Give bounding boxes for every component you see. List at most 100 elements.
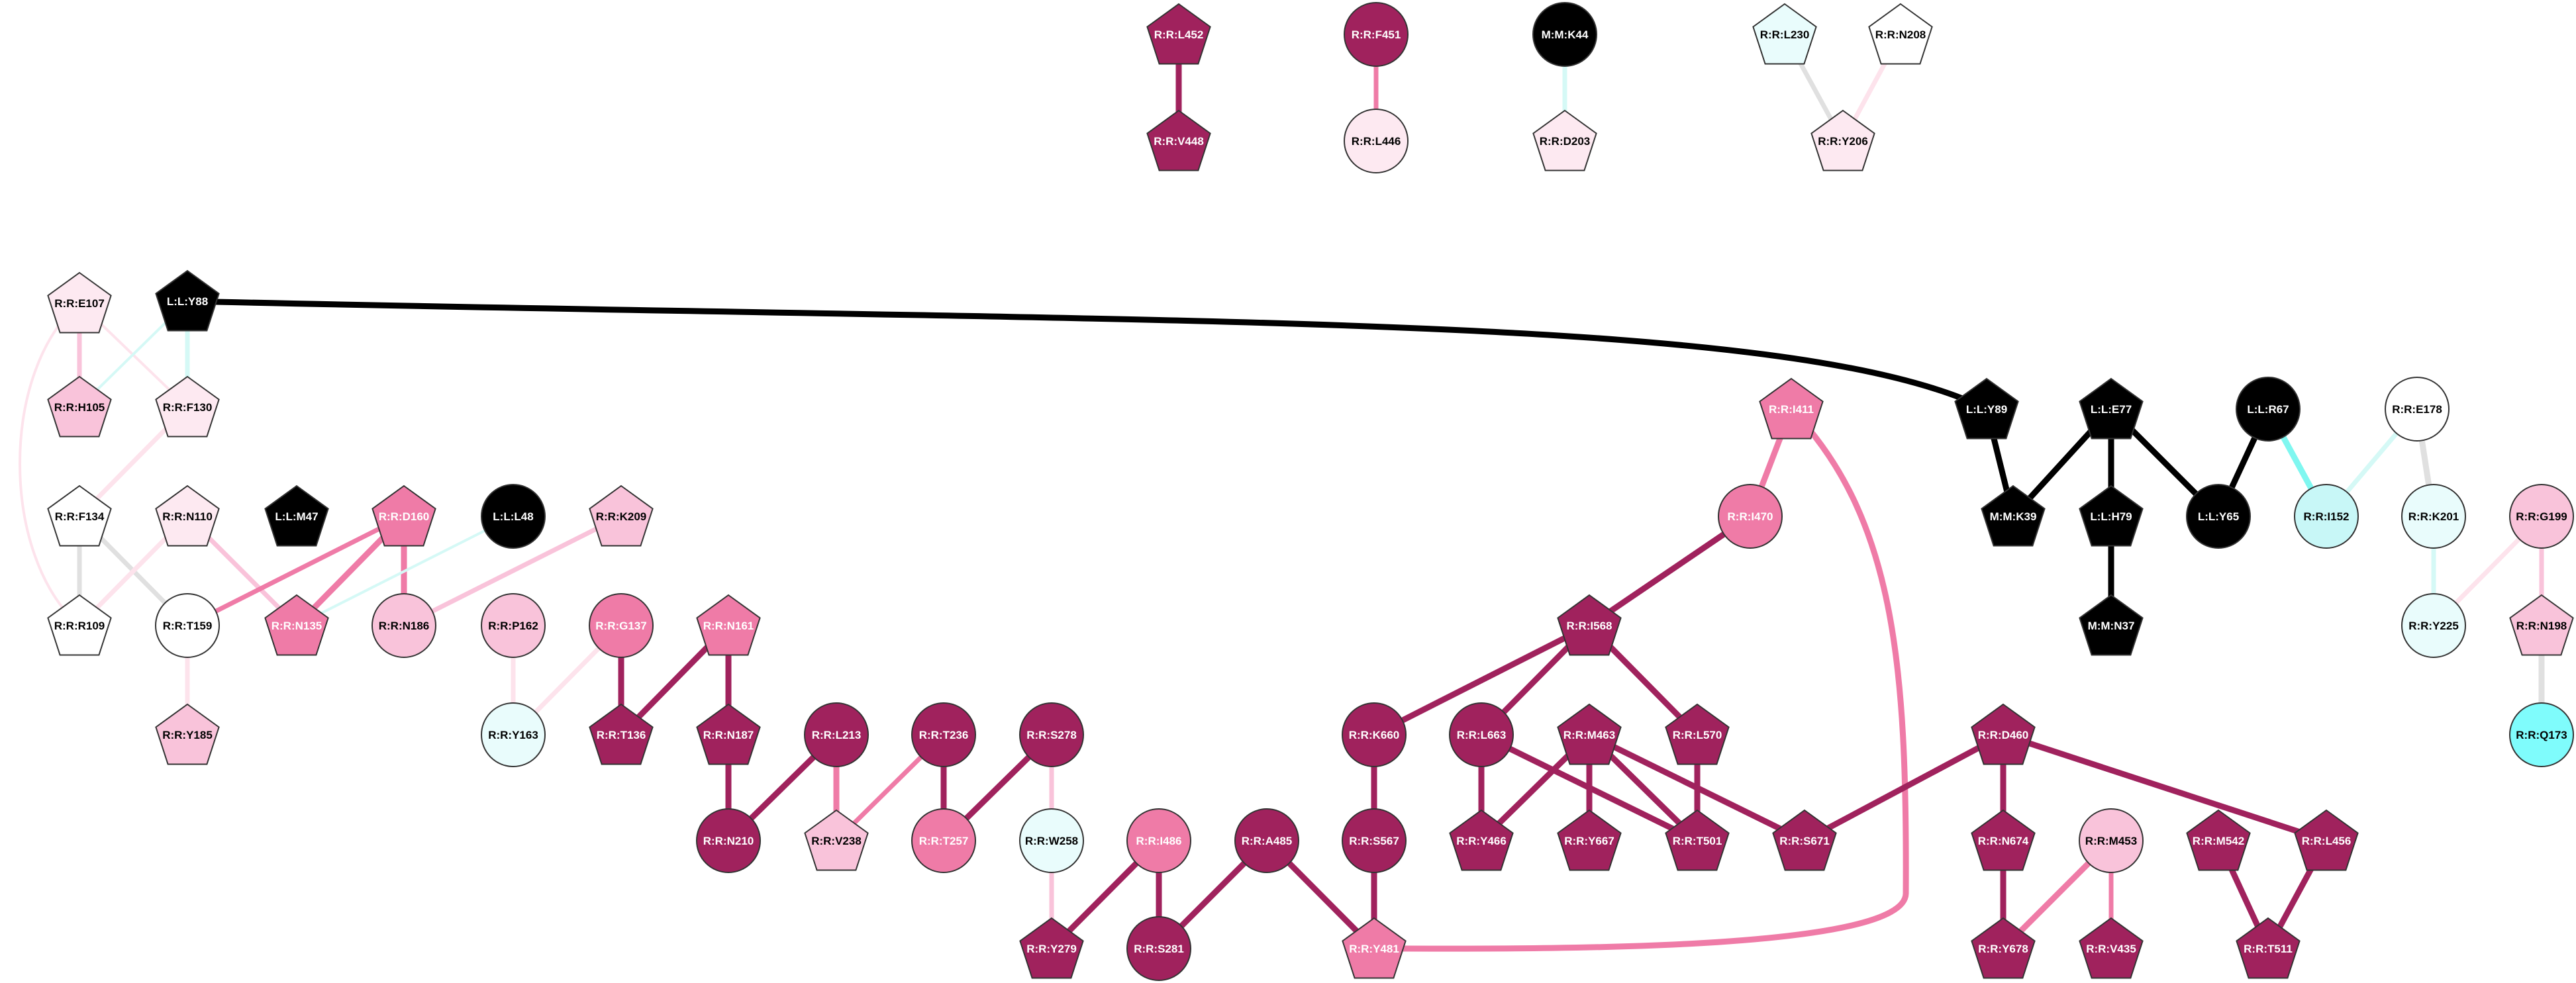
node-label: R:R:P162 [488,620,538,632]
node-pentagon [2236,917,2301,979]
node-pentagon [264,485,329,547]
node-circle [2294,484,2359,549]
edge-r-r-i568-to-r-r-k660 [1371,622,1593,738]
node-r-r-t159: R:R:T159 [155,593,220,658]
node-circle [696,808,761,873]
node-label: R:R:Y481 [1349,943,1399,955]
node-pentagon [47,375,112,438]
node-label: R:R:Y279 [1026,943,1077,955]
node-pentagon [589,703,654,765]
node-r-r-l452: R:R:L452 [1146,3,1211,65]
node-r-r-n210: R:R:N210 [696,808,761,873]
node-r-r-h105: R:R:H105 [47,375,112,438]
node-r-r-n187: R:R:N187 [696,703,761,765]
node-circle [1449,702,1514,767]
node-pentagon [372,485,436,547]
node-pentagon [2079,377,2144,440]
node-pentagon [155,703,220,765]
node-l-l-r67: L:L:R67 [2236,377,2301,442]
node-label: R:R:L213 [812,729,862,741]
node-pentagon [1557,703,1622,765]
node-r-r-m463: R:R:M463 [1557,703,1622,765]
node-pentagon [1532,109,1597,171]
node-r-r-n135: R:R:N135 [264,594,329,656]
node-label: R:R:V448 [1154,135,1204,148]
node-r-r-v435: R:R:V435 [2079,917,2144,979]
node-r-r-f134: R:R:F134 [47,485,112,547]
node-label: R:R:N208 [1875,28,1926,41]
node-label: R:R:L663 [1457,729,1507,741]
node-label: R:R:T236 [919,729,969,741]
node-r-r-m542: R:R:M542 [2186,809,2251,871]
node-pentagon [1752,3,1817,65]
node-pentagon [2509,594,2574,656]
node-r-r-t511: R:R:T511 [2236,917,2301,979]
node-r-r-t236: R:R:T236 [911,702,976,767]
node-label: R:R:N161 [703,620,754,632]
node-circle [1019,808,1084,873]
node-label: R:R:M453 [2085,835,2137,847]
node-pentagon [1146,109,1211,171]
node-pentagon [1342,917,1407,979]
node-pentagon [1449,809,1514,871]
node-pentagon [47,594,112,656]
node-pentagon [47,271,112,334]
node-label: R:R:S281 [1134,943,1184,955]
node-r-r-y678: R:R:Y678 [1971,917,2036,979]
node-r-r-y667: R:R:Y667 [1557,809,1622,871]
node-l-l-l48: L:L:L48 [481,484,546,549]
node-circle [2236,377,2301,442]
node-label: R:R:M463 [1563,729,1615,741]
node-r-r-y185: R:R:Y185 [155,703,220,765]
edge-r-r-d160-to-r-r-t159 [185,514,407,628]
node-pentagon [2186,809,2251,871]
node-pentagon [2079,594,2144,656]
node-r-r-i568: R:R:I568 [1557,594,1622,656]
node-label: L:L:H79 [2090,510,2132,523]
node-label: R:R:H105 [54,401,105,414]
node-circle [2509,702,2574,767]
node-pentagon [2079,917,2144,979]
node-r-r-m453: R:R:M453 [2079,808,2144,873]
node-r-r-v448: R:R:V448 [1146,109,1211,171]
node-pentagon [47,485,112,547]
node-circle [1344,2,1409,67]
node-pentagon [1759,377,1824,440]
node-label: R:R:K209 [596,510,647,523]
node-l-l-y88: L:L:Y88 [155,269,220,332]
node-r-r-f130: R:R:F130 [155,375,220,438]
node-circle [1126,916,1191,981]
node-label: R:R:Y206 [1818,135,1868,148]
node-r-r-i470: R:R:I470 [1718,484,1783,549]
node-r-r-t136: R:R:T136 [589,703,654,765]
node-label: R:R:T136 [597,729,646,741]
node-pentagon [1868,3,1933,65]
node-circle [2079,808,2144,873]
node-label: R:R:V238 [811,835,862,847]
node-pentagon [155,485,220,547]
node-pentagon [155,375,220,438]
node-circle [911,808,976,873]
node-label: R:R:N135 [272,620,322,632]
node-label: R:R:L452 [1154,28,1204,41]
node-pentagon [2294,809,2359,871]
node-r-r-y163: R:R:Y163 [481,702,546,767]
node-pentagon [1557,809,1622,871]
node-pentagon [155,269,220,332]
node-label: R:R:T511 [2244,943,2293,955]
node-label: R:R:Y163 [488,729,538,741]
node-r-r-d203: R:R:D203 [1532,109,1597,171]
node-label: L:L:R67 [2247,403,2289,416]
node-label: R:R:V435 [2086,943,2136,955]
node-pentagon [589,485,654,547]
node-r-r-t501: R:R:T501 [1665,809,1730,871]
node-r-r-n161: R:R:N161 [696,594,761,656]
node-label: R:R:I152 [2304,510,2350,523]
edge-r-r-e107-to-r-r-r109 [19,302,81,627]
node-label: R:R:Y678 [1978,943,2028,955]
node-circle [2401,484,2466,549]
node-label: R:R:Q173 [2516,729,2567,741]
node-label: R:R:E178 [2392,403,2442,416]
node-label: R:R:D160 [379,510,430,523]
